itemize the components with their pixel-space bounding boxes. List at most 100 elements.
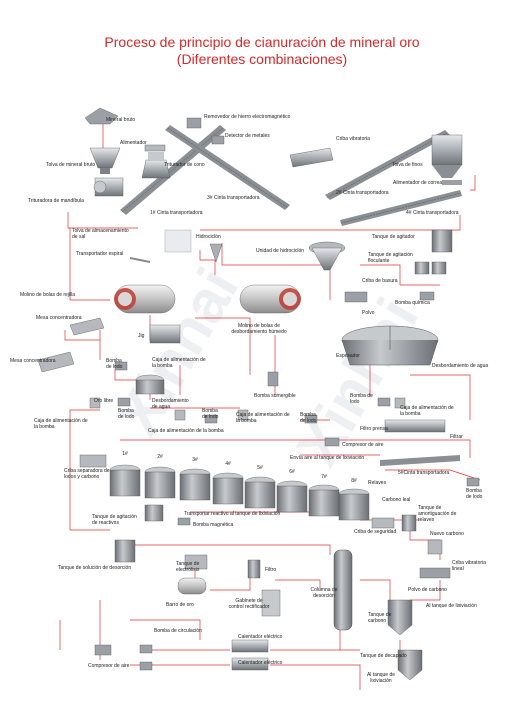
desorption-column	[333, 549, 353, 631]
label-mineral-bruto: Mineral bruto	[106, 117, 136, 123]
label-transportador-espiral: Transportador espiral	[76, 251, 124, 257]
reagent-tank	[144, 504, 164, 522]
label-tanque-agitador: Tanque de agitador	[372, 234, 415, 240]
gold-mud-drum	[177, 577, 207, 595]
hydrocyclone-unit	[308, 241, 346, 271]
label-bomba-lodo1: Bomba de lodo	[106, 358, 123, 370]
label-hidrociclon: Hidrociclón	[196, 234, 221, 240]
screw-conveyor	[129, 257, 151, 263]
leach-tank-5	[244, 476, 276, 509]
label-al-tanque2: Al tanque de lixiviación	[366, 672, 396, 684]
label-alimentador-correa: Alimentador de correa	[393, 180, 443, 186]
leach-tank-number: 8#	[351, 478, 357, 484]
label-criba-seguridad: Criba de seguridad	[354, 529, 397, 535]
air-compressor-2	[94, 644, 112, 656]
label-compresor-aire2: Compresor de aire	[88, 663, 130, 669]
label-calentador2: Calentador eléctrico	[238, 660, 283, 666]
label-tolva-mineral: Tolva de mineral bruto	[46, 162, 96, 168]
leach-tanks	[109, 464, 370, 521]
feeder	[144, 144, 166, 152]
jaw-crusher	[93, 177, 124, 197]
overflow-tank	[135, 374, 165, 395]
vibrating-screen	[289, 147, 334, 168]
desorption-solution-tank	[114, 539, 136, 563]
label-transportar-reactivo: Transportar reactivo al tanque de lixivi…	[184, 511, 281, 517]
conveyor-2	[325, 130, 450, 200]
electric-heater-1	[231, 639, 269, 653]
acid-wash-tank	[397, 649, 423, 681]
label-carbono-leal: Carbono leal	[382, 497, 411, 503]
submersible-pump	[267, 371, 279, 387]
label-desbordamiento-agua: Desbordamiento de agua	[432, 363, 489, 369]
label-tanque-solucion: Tanque de solución de desorción	[58, 565, 132, 571]
cone-crusher	[141, 152, 171, 179]
leach-tank-4	[212, 472, 244, 505]
label-trituradora-mandibula: Trituradora de mandíbula	[28, 198, 84, 204]
label-relaves: Relaves	[368, 480, 387, 486]
label-bomba-lodo3: Bomba de lodo	[350, 393, 373, 405]
label-columna-desorcion: Columna de desorción	[310, 587, 338, 599]
magnetic-pump	[177, 517, 191, 526]
carbon-tank	[387, 599, 413, 636]
label-triturador-cono: Triturador de cono	[164, 162, 205, 168]
label-cinta3: 3# Cinta transportadora	[207, 195, 260, 201]
diagram-title: Proceso de principio de cianuración de m…	[104, 34, 420, 50]
label-bomba-quimica: Bomba química	[395, 300, 430, 306]
raw-ore-heap	[84, 107, 119, 125]
metal-detector	[211, 135, 225, 145]
hydrocyclone	[209, 243, 223, 263]
label-tanque-carbono: Tanque de carbono	[368, 612, 392, 624]
label-bomba-lodo5: Bomba de lodo	[300, 412, 317, 424]
fine-ore-bin	[431, 134, 463, 178]
electric-heater-2	[231, 657, 269, 671]
label-mesa-conc1: Mesa concentradora	[36, 315, 82, 321]
separation-screen	[79, 454, 107, 468]
slurry-pumps	[114, 361, 480, 487]
label-alimentador: Alimentador	[120, 140, 147, 146]
label-caja-alim4: Caja de alimentación de la bomba	[148, 428, 224, 434]
rectifier-cabinet	[261, 589, 281, 617]
label-envia-aire: Envía aire al tanque de lixiviación	[290, 455, 365, 461]
label-mesa-conc2: Mesa concentradora	[10, 358, 56, 364]
label-tanque-electrolisis: Tanque de electrólisis	[176, 561, 200, 573]
label-bomba-magnetica: Bomba magnética	[193, 522, 234, 528]
label-filtro-prensa: Filtro prensa	[360, 426, 388, 432]
label-polvo-carbono: Polvo de carbono	[408, 587, 447, 593]
grid-ball-mill	[114, 284, 176, 314]
leach-tank-number: 6#	[289, 469, 295, 475]
salt-bin	[164, 229, 192, 253]
shaking-table-1	[69, 317, 105, 336]
label-jig: Jig	[138, 333, 145, 339]
label-oro-libre: Oro libre	[94, 398, 114, 404]
leach-tank-number: 4#	[225, 461, 231, 467]
label-tanque-amortiguacion: Tanque de amortiguación de relaves	[418, 505, 457, 523]
label-barro-oro: Barro de oro	[166, 602, 194, 608]
flow-lines	[59, 122, 481, 690]
label-tanque-decapado: Tanque de decapado	[360, 653, 407, 659]
label-unidad-hidrociclon: Unidad de hidrociclón	[256, 248, 305, 254]
label-compresor-aire1: Compresor de aire	[342, 442, 384, 448]
label-removedor: Removedor de hierro electromagnético	[204, 114, 291, 120]
label-bomba-lodo4: Bomba de lodo	[202, 408, 219, 420]
leach-tank-3	[179, 468, 211, 501]
filter-unit	[247, 559, 261, 579]
new-carbon-bin	[427, 539, 443, 555]
electrolysis-tank	[184, 554, 208, 570]
safety-screen	[371, 517, 395, 529]
leach-tank-number: 3#	[192, 457, 198, 463]
leach-tank-8	[338, 488, 370, 521]
conveyor-3	[165, 125, 290, 210]
overflow-ball-mill	[239, 284, 301, 314]
label-tolva-sal: Tolva de almacenamiento de sal	[72, 228, 129, 240]
label-caja-alim5: Caja de alimentación de la bomba	[236, 412, 290, 424]
label-cinta5: 5#Cinta transportadora	[398, 470, 450, 476]
filter-press	[384, 419, 446, 433]
chemical-pump	[419, 291, 435, 301]
label-caja-alim3: Caja de alimentación de la bomba	[34, 418, 88, 430]
shaking-table-2	[37, 351, 75, 373]
label-tolva-finos: Tolva de finos	[392, 162, 423, 168]
conveyor-5	[380, 455, 460, 466]
conveyor-1	[120, 125, 226, 215]
leach-tank-1	[109, 464, 141, 497]
